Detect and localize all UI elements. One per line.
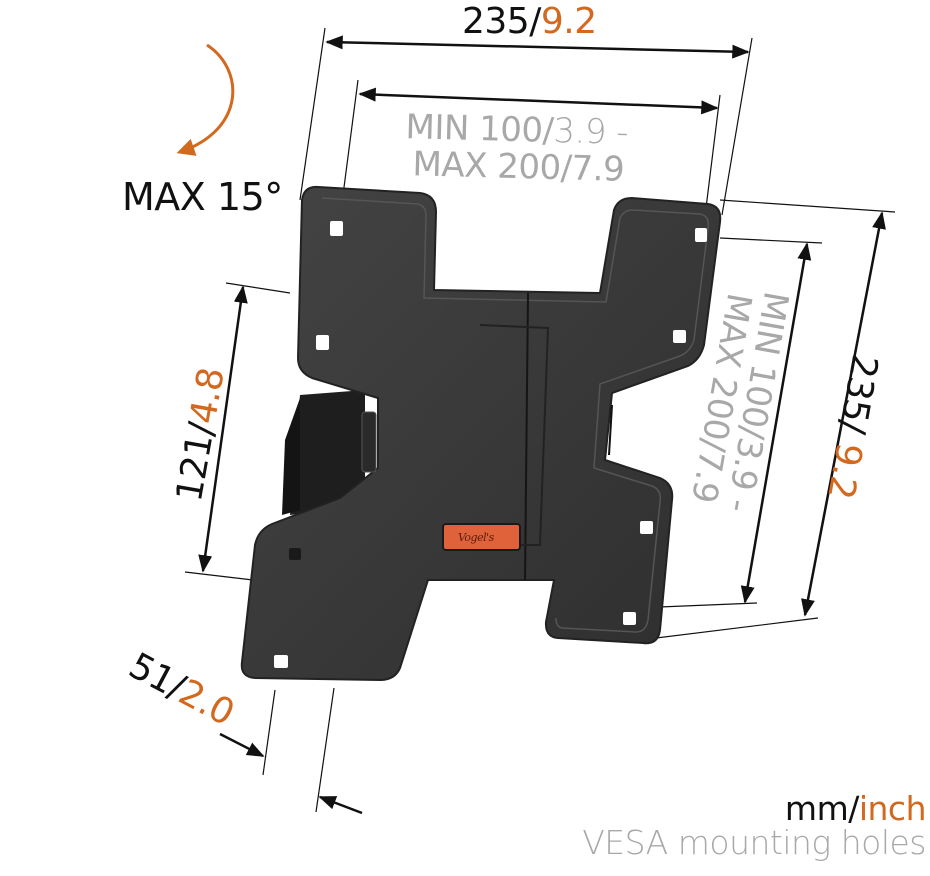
legend-vesa-note: VESA mounting holes	[582, 822, 926, 862]
overall-width-dimension-line	[299, 27, 753, 216]
tilt-max-label: MAX 15°	[122, 175, 283, 219]
overall-width-metric: 235/	[462, 1, 541, 42]
vesa-width-min-imperial: 3.9 -	[552, 110, 629, 153]
vesa-hole-group	[274, 221, 707, 668]
legend-unit-imperial: inch	[858, 789, 927, 828]
vesa-width-label: MIN 100/3.9 - MAX 200/7.9	[404, 107, 629, 191]
overall-width-label: 235/9.2	[462, 4, 597, 40]
vesa-width-max-imperial: 7.9	[571, 148, 625, 191]
brand-logo-tag	[442, 523, 521, 551]
curved-arrow-icon	[176, 43, 235, 156]
legend-unit-metric: mm/	[784, 789, 859, 828]
wall-plate-height-dimension-line	[184, 282, 291, 581]
overall-height-dimension-line	[639, 199, 896, 641]
overall-width-imperial: 9.2	[540, 1, 597, 42]
brand-logo-text: Vogel's	[458, 531, 494, 544]
vesa-width-max-metric: MAX 200/	[412, 144, 573, 189]
vesa-width-dimension-line	[342, 79, 721, 209]
depth-dimension-line	[219, 687, 363, 815]
legend: mm/inch VESA mounting holes	[582, 792, 926, 859]
wall-mount-bracket	[240, 185, 722, 682]
